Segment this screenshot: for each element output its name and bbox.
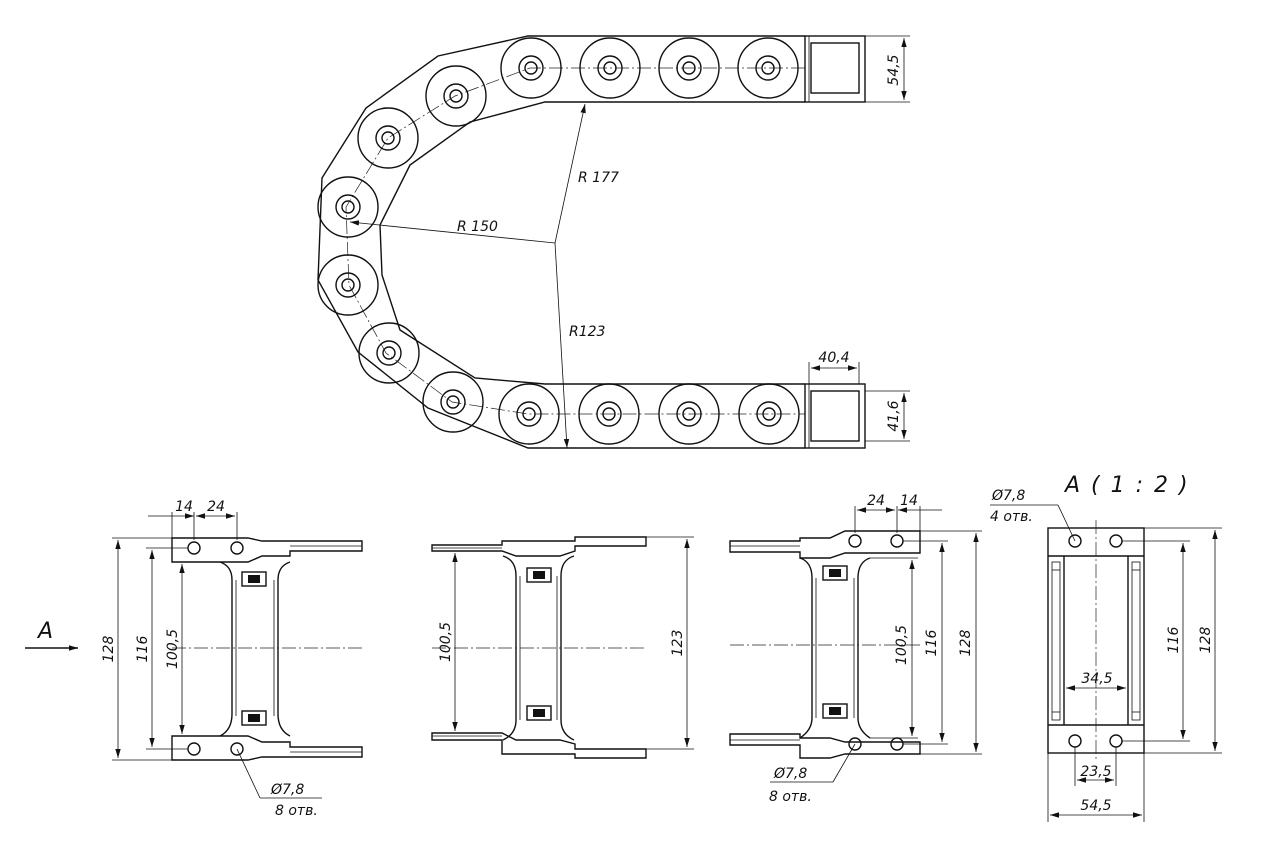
dim-radius-outer: R 177 xyxy=(578,170,619,186)
section-a-view: A ( 1 : 2 ) Ø7,8 4 отв. 34,5 23,5 54,5 xyxy=(990,473,1222,822)
chain-outer-contour xyxy=(317,35,805,449)
link-top-4 xyxy=(737,37,799,99)
dim-offset-2: 14 xyxy=(900,493,918,509)
link-top-2 xyxy=(579,37,641,99)
dim-inner: 100,5 xyxy=(894,625,910,665)
dim-overall: 128 xyxy=(1198,627,1214,654)
dim-hole-spacing: 23,5 xyxy=(1080,764,1111,780)
bottom-links xyxy=(498,383,800,445)
left-view: A 14 24 xyxy=(25,499,363,819)
dim-total-width: 54,5 xyxy=(1080,798,1111,814)
link-curve-6 xyxy=(422,371,484,433)
end-bracket-top xyxy=(804,35,866,103)
right-view: 24 14 100,5 116 128 Ø7,8 8 отв. xyxy=(729,493,982,805)
link-bottom-1 xyxy=(498,383,560,445)
radius-line-177 xyxy=(554,103,586,244)
middle-view: 100,5 123 xyxy=(431,536,694,759)
chain-top-view: 54,5 R 177 R 150 R123 40,4 41,6 xyxy=(317,35,910,449)
link-curve-3 xyxy=(317,176,379,238)
link-bottom-2 xyxy=(578,383,640,445)
hole xyxy=(1068,534,1082,548)
dim-overall: 128 xyxy=(101,636,117,663)
hole-note-count: 8 отв. xyxy=(769,789,812,805)
link-top-3 xyxy=(658,37,720,99)
hole xyxy=(848,737,862,751)
radius-line-123 xyxy=(554,242,570,449)
hole xyxy=(187,541,201,555)
dim-radius-inner: R123 xyxy=(569,324,605,340)
link-curve-2 xyxy=(357,107,419,169)
top-links xyxy=(500,37,799,99)
radius-line-150 xyxy=(349,220,556,244)
chain-inner-contour xyxy=(379,101,805,385)
dim-height-bottom: 41,6 xyxy=(886,400,902,431)
dim-holes: 116 xyxy=(1166,627,1182,654)
link-top-1 xyxy=(500,37,562,99)
hole xyxy=(1109,734,1123,748)
dim-holes: 116 xyxy=(135,636,151,663)
hole xyxy=(187,742,201,756)
dim-width-top: 54,5 xyxy=(886,54,902,85)
link-curve-1 xyxy=(425,65,487,127)
chain-centerline xyxy=(345,67,805,415)
hole xyxy=(890,737,904,751)
link-curve-4 xyxy=(317,254,379,316)
hole xyxy=(848,534,862,548)
dim-radius-mid: R 150 xyxy=(457,219,498,235)
hole-note-count: 8 отв. xyxy=(275,803,318,819)
dim-offset-1: 14 xyxy=(175,499,193,515)
section-title: A ( 1 : 2 ) xyxy=(1063,473,1190,498)
hole-note-diameter: Ø7,8 xyxy=(270,782,304,798)
link-bottom-4 xyxy=(738,383,800,445)
dim-outer: 123 xyxy=(670,630,686,657)
dim-bracket-length: 40,4 xyxy=(818,350,849,366)
hole-note-count: 4 отв. xyxy=(990,509,1033,525)
hole-note-diameter: Ø7,8 xyxy=(991,488,1025,504)
link-curve-5 xyxy=(358,322,420,384)
dim-inner-width: 34,5 xyxy=(1081,671,1112,687)
dim-inner: 100,5 xyxy=(165,629,181,669)
curve-links xyxy=(317,65,487,433)
hole xyxy=(1068,734,1082,748)
link-bottom-3 xyxy=(658,383,720,445)
end-bracket-bottom xyxy=(804,383,866,449)
dim-offset-2: 24 xyxy=(207,499,225,515)
hole xyxy=(1109,534,1123,548)
dim-inner: 100,5 xyxy=(438,622,454,662)
hole xyxy=(230,742,244,756)
hole xyxy=(230,541,244,555)
dim-overall: 128 xyxy=(958,630,974,657)
view-arrow-label: A xyxy=(36,619,55,644)
dim-holes: 116 xyxy=(924,630,940,657)
hole xyxy=(890,534,904,548)
dim-offset-1: 24 xyxy=(867,493,885,509)
hole-note-diameter: Ø7,8 xyxy=(773,766,807,782)
